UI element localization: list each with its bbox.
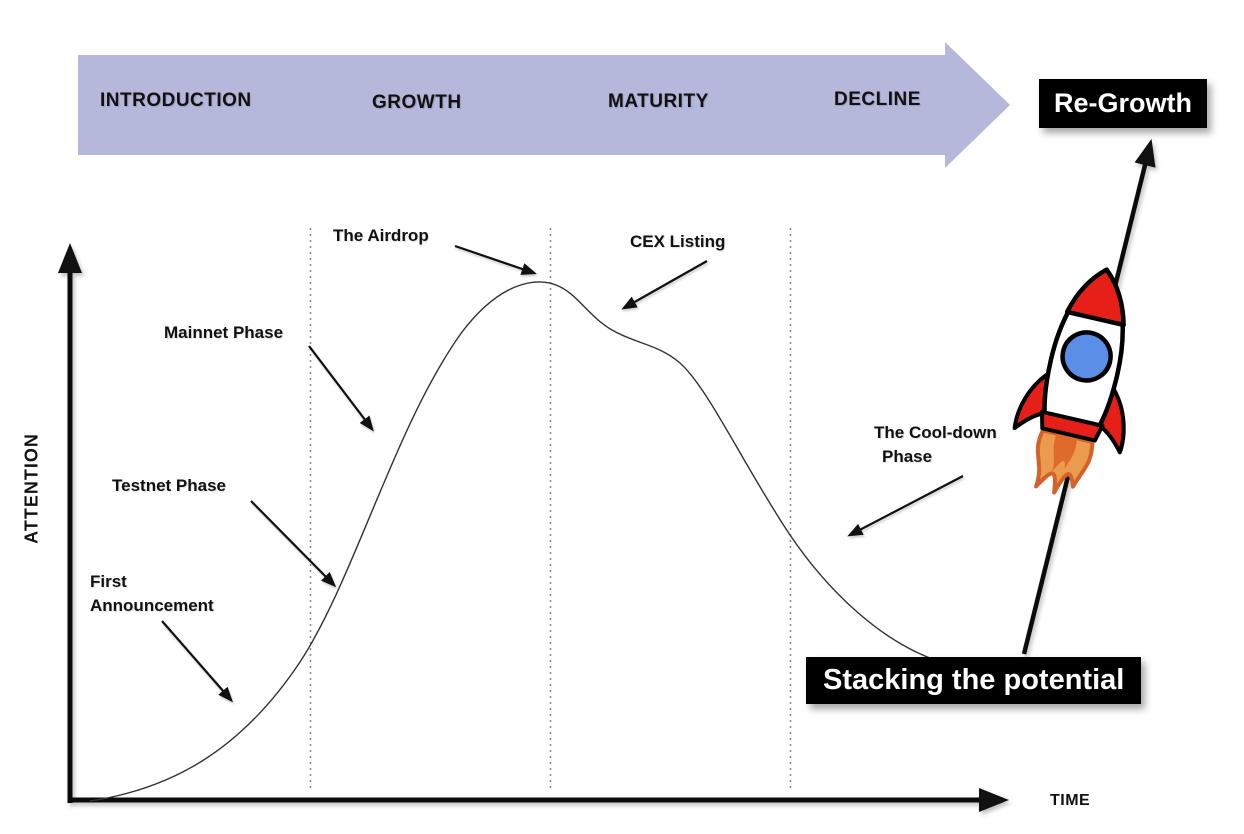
first-announcement-arrow <box>161 620 234 703</box>
annotation-arrows <box>161 244 964 703</box>
rocket-window <box>1060 330 1113 383</box>
rocket-fin-right <box>1098 384 1126 455</box>
testnet-arrow <box>250 500 337 588</box>
regrowth-badge: Re-Growth <box>1039 79 1207 128</box>
cex-arrow <box>621 260 708 310</box>
rocket-body <box>1042 267 1125 435</box>
annotation-testnet: Testnet Phase <box>112 476 227 495</box>
phase-label-decline: DECLINE <box>834 89 921 110</box>
annotation-first-announcement: First Announcement <box>90 570 214 618</box>
regrowth-trajectory-arrow <box>1021 138 1156 655</box>
airdrop-arrow <box>454 244 537 275</box>
stacking-potential-badge: Stacking the potential <box>806 657 1142 704</box>
attention-curve <box>89 281 939 802</box>
phase-label-introduction: INTRODUCTION <box>100 90 252 111</box>
cooldown-arrow <box>847 475 964 537</box>
x-axis-label-time: TIME <box>1050 792 1091 809</box>
mainnet-arrow <box>308 345 374 432</box>
phase-separator-lines <box>309 228 792 792</box>
annotation-mainnet: Mainnet Phase <box>164 323 284 342</box>
y-axis-label-attention: ATTENTION <box>21 433 42 544</box>
annotation-cooldown: The Cool-down Phase <box>874 421 997 469</box>
annotation-cooldown-line1: The Cool-down <box>874 423 997 442</box>
rocket-flame <box>1034 428 1095 495</box>
phase-label-maturity: MATURITY <box>608 91 709 112</box>
lifecycle-stage-arrow: INTRODUCTION GROWTH MATURITY DECLINE <box>78 42 1010 168</box>
annotation-cooldown-line2: Phase <box>882 447 933 466</box>
rocket-base-band <box>1039 409 1105 443</box>
annotation-cex-listing: CEX Listing <box>630 232 726 251</box>
annotation-first-announcement-line1: First <box>90 572 127 591</box>
annotation-first-announcement-line2: Announcement <box>90 596 214 615</box>
annotation-airdrop: The Airdrop <box>333 226 429 245</box>
phase-label-growth: GROWTH <box>372 92 462 113</box>
rocket-nose-cone <box>1064 267 1126 328</box>
rocket-icon <box>1012 267 1126 495</box>
rocket-fin-left <box>1012 370 1053 431</box>
rocket-flame-inner <box>1051 433 1077 472</box>
